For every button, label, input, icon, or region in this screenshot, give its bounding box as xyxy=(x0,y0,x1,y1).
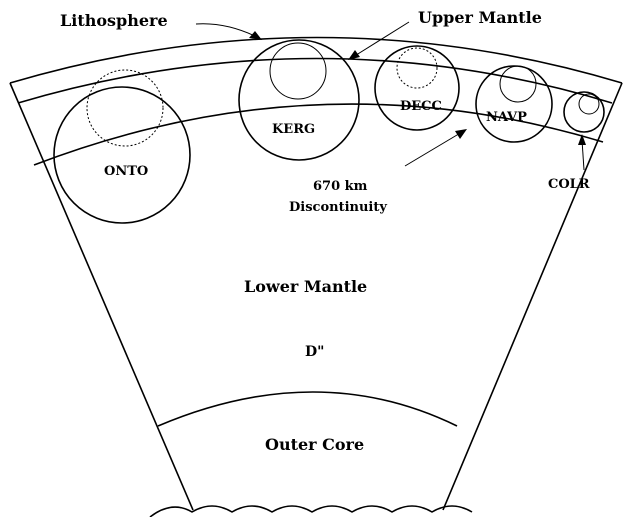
plume-onto: ONTO xyxy=(53,69,191,224)
lithosphere-label: Lithosphere xyxy=(60,11,168,30)
plume-colr-label: COLR xyxy=(548,177,590,192)
d-double-prime-label: D" xyxy=(305,344,324,360)
inner-core-wavy-line xyxy=(149,505,473,518)
wedge-left-edge xyxy=(9,82,194,511)
lithosphere-base-arc xyxy=(17,57,613,104)
plume-decc-outer-circle xyxy=(374,45,460,131)
wedge-right-edge xyxy=(442,82,623,511)
discontinuity-label-line2: Discontinuity xyxy=(289,200,387,215)
plume-onto-label: ONTO xyxy=(104,164,148,179)
discontinuity-arrow xyxy=(404,129,467,167)
plume-kerg-outer-circle xyxy=(238,39,360,161)
outer-core-label: Outer Core xyxy=(265,435,364,454)
lower-mantle-label: Lower Mantle xyxy=(244,277,367,296)
plume-onto-inner-circle xyxy=(86,69,164,147)
colr-arrow xyxy=(578,134,586,171)
upper-mantle-arrow xyxy=(348,21,410,60)
plume-kerg-inner-circle xyxy=(269,42,327,100)
discontinuity-label-line1: 670 km xyxy=(313,179,368,194)
plume-colr: COLR xyxy=(548,91,605,192)
plume-colr-inner-circle xyxy=(578,93,600,115)
earth-surface-arc xyxy=(9,36,623,84)
plume-colr-outer-circle xyxy=(563,91,605,133)
plume-navp-label: NAVP xyxy=(486,110,527,125)
plume-navp-outer-circle xyxy=(475,65,553,143)
plume-navp: NAVP xyxy=(475,65,553,143)
plume-navp-inner-circle xyxy=(499,65,537,103)
plume-decc-inner-circle xyxy=(396,47,438,89)
plume-onto-outer-circle xyxy=(53,86,191,224)
lithosphere-arrow xyxy=(195,23,262,40)
discontinuity-670-arc xyxy=(33,103,604,166)
core-mantle-boundary-arc xyxy=(157,391,458,427)
plume-kerg-label: KERG xyxy=(272,122,315,137)
plume-kerg: KERG xyxy=(238,39,360,161)
upper-mantle-label: Upper Mantle xyxy=(418,8,542,27)
plume-decc: DECC xyxy=(374,45,460,131)
plume-decc-label: DECC xyxy=(400,99,442,114)
